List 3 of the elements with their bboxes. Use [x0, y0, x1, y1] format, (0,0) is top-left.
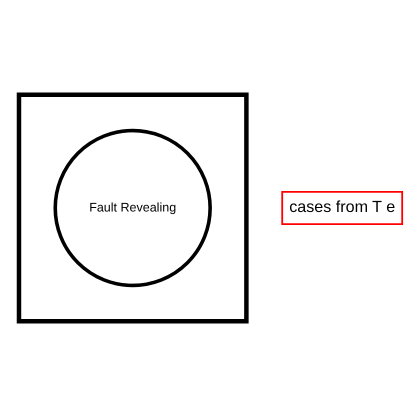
- node-circle: Fault Revealing: [53, 128, 212, 287]
- cluster: [16, 92, 249, 323]
- node-box: cases from T e: [281, 190, 404, 225]
